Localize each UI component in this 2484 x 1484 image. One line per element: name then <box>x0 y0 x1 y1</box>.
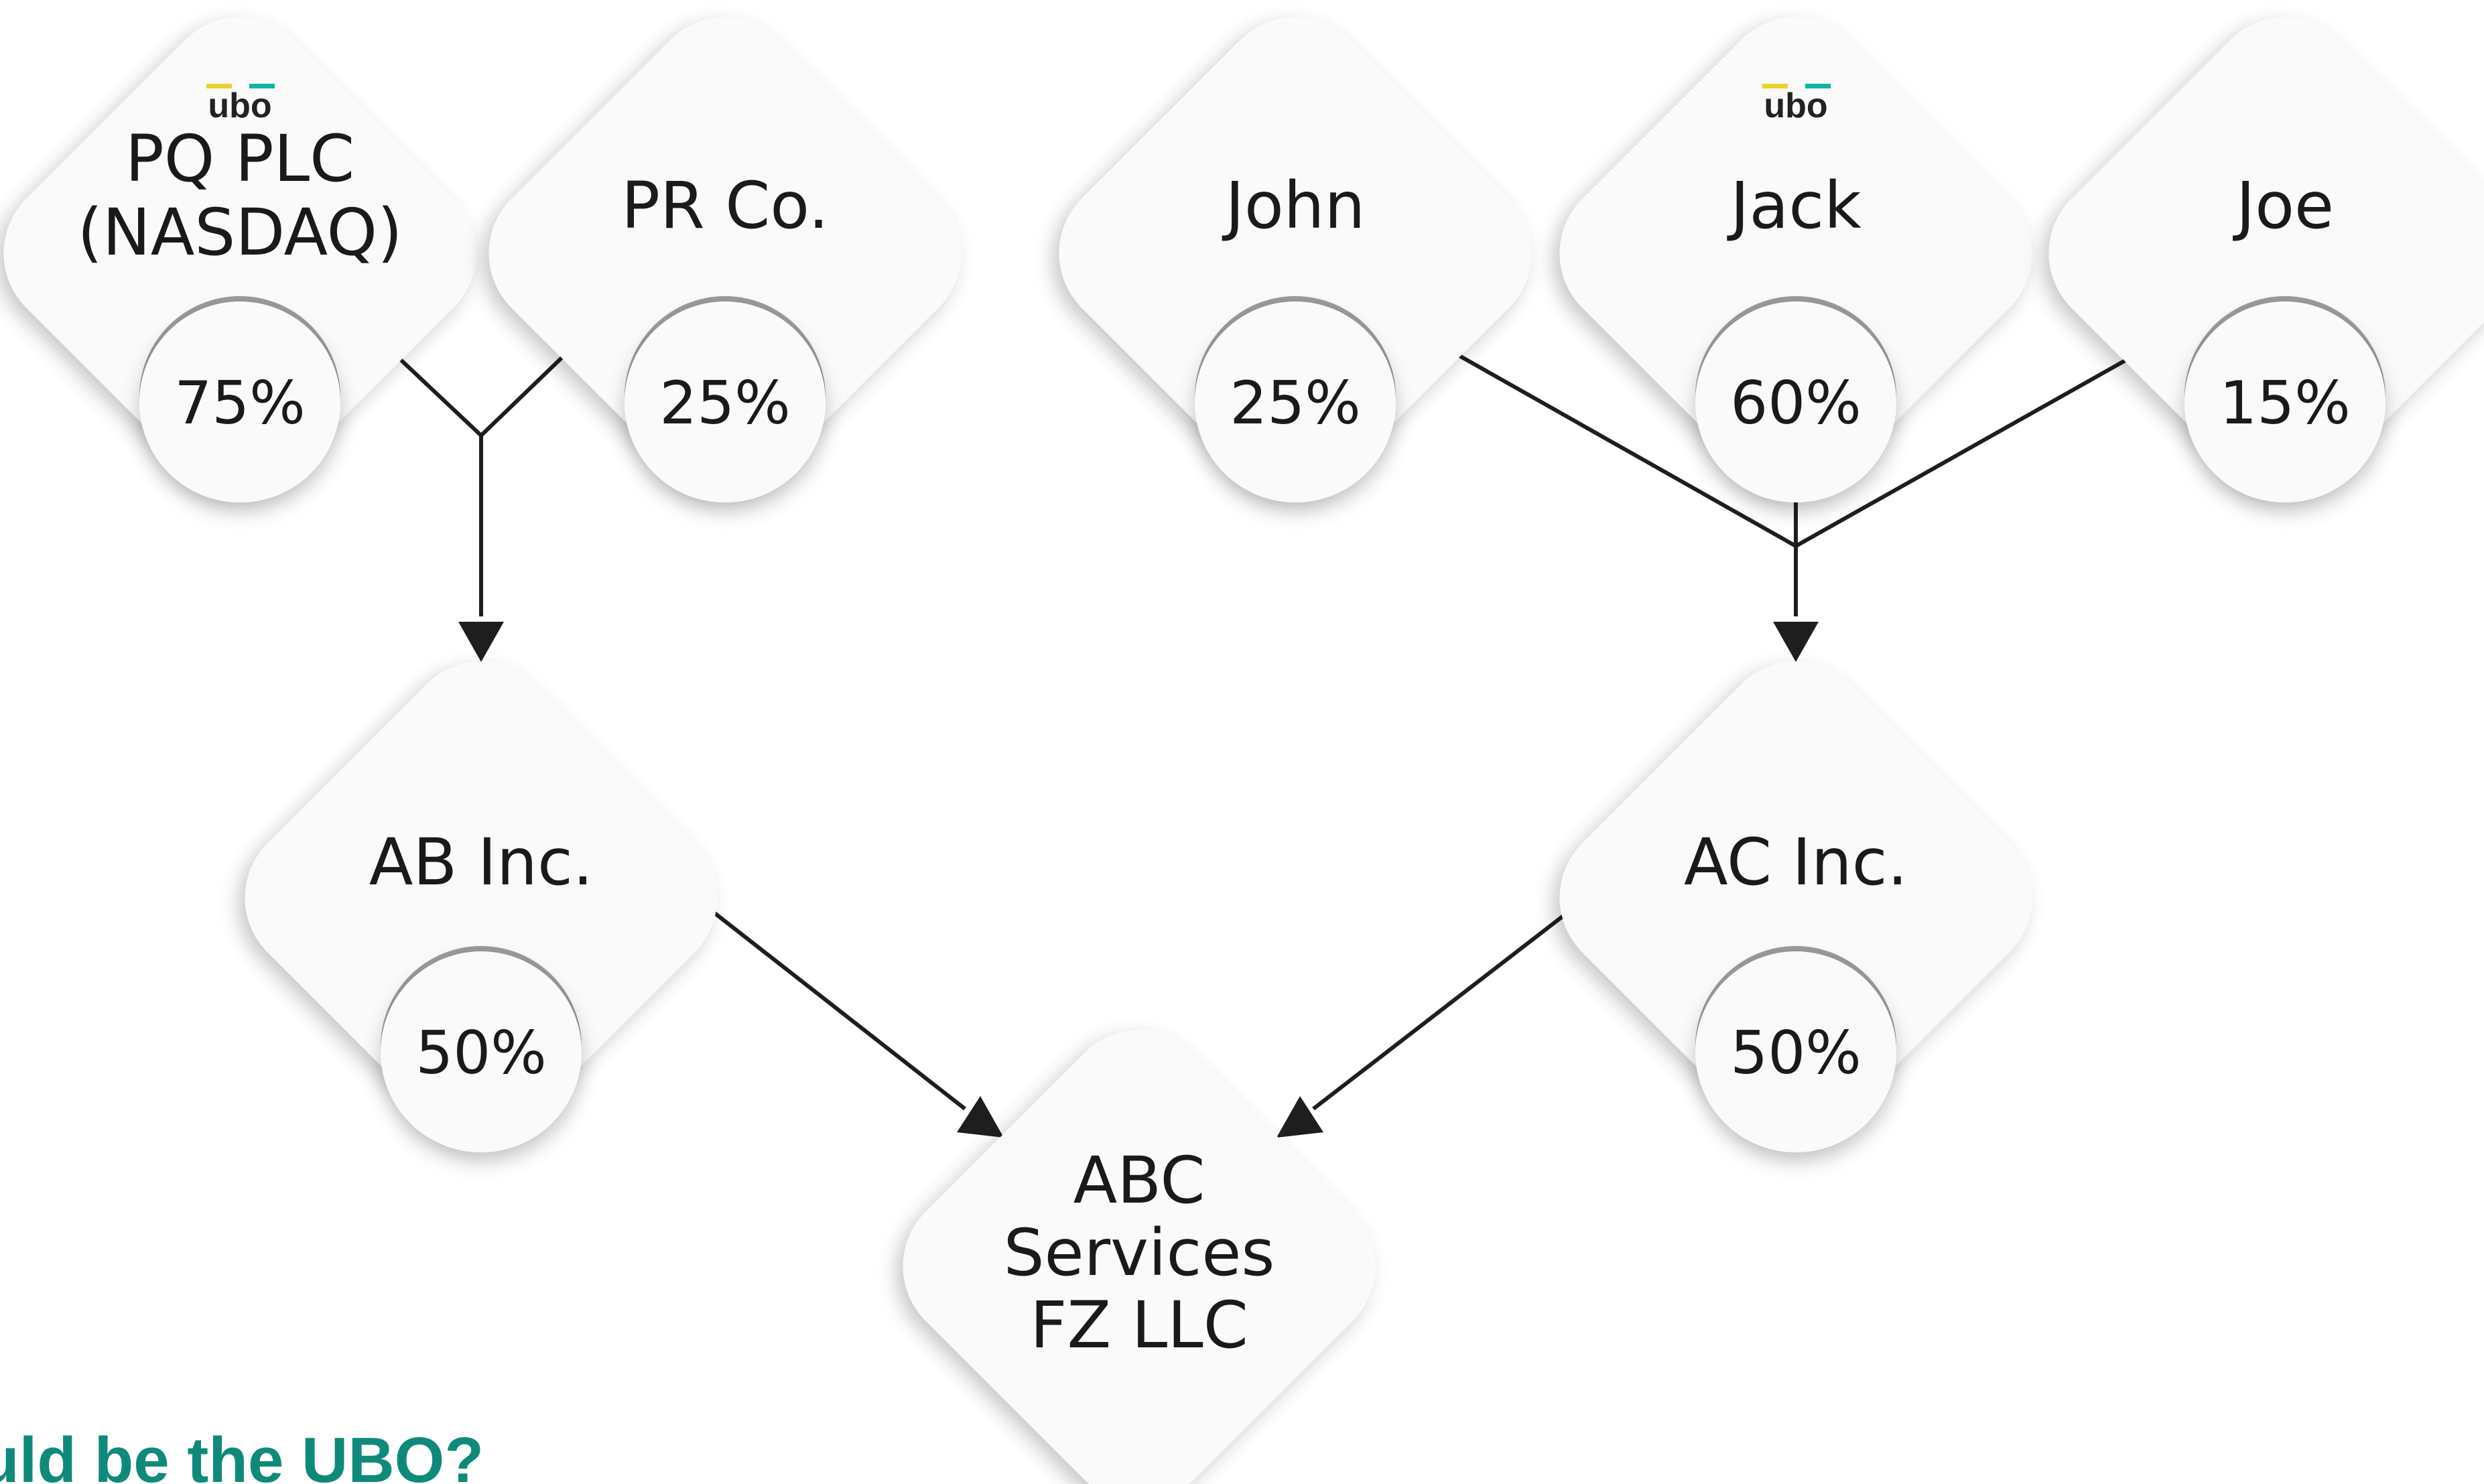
ownership-percent: 50% <box>1730 1018 1861 1087</box>
arrowhead-abc-left <box>957 1096 1004 1138</box>
ubo-logo-text: ubo <box>1764 86 1827 125</box>
ubo-logo: ubo <box>1762 84 1831 125</box>
arrowhead-ab <box>458 622 504 662</box>
node-title: Jack <box>1727 168 1861 243</box>
node-title: AB Inc. <box>369 825 594 900</box>
node-title: PQ PLC <box>125 121 354 196</box>
node-title: (NASDAQ) <box>77 195 402 270</box>
node-ac: AC Inc. 50% <box>1559 661 2032 1152</box>
node-diamond <box>1559 17 2032 490</box>
node-title: AC Inc. <box>1684 825 1908 900</box>
arrowhead-abc-right <box>1277 1096 1323 1138</box>
edge-pr-to-ab <box>479 343 577 437</box>
arrowheads <box>458 622 1819 1138</box>
ownership-percent: 75% <box>174 368 306 437</box>
ubo-logo: ubo <box>206 84 275 125</box>
percent-circle <box>381 951 582 1152</box>
node-joe: Joe 15% <box>2048 17 2484 502</box>
ownership-percent: 60% <box>1730 368 1861 437</box>
edge-joe-to-ac <box>1794 348 2146 548</box>
ownership-percent: 50% <box>415 1018 547 1087</box>
node-title: ABC <box>1073 1143 1205 1218</box>
ownership-percent: 15% <box>2219 368 2351 437</box>
ownership-percent: 25% <box>659 368 791 437</box>
node-title: Joe <box>2233 168 2334 243</box>
percent-circle <box>139 301 340 502</box>
node-john: John 25% <box>1059 17 1532 502</box>
percent-circle <box>1695 301 1896 502</box>
node-pr: PR Co. 25% <box>488 17 962 502</box>
connector-lines <box>387 343 2146 1111</box>
question-text: uld be the UBO? <box>0 1424 484 1484</box>
edge-pq-to-ab <box>387 346 483 437</box>
node-diamond <box>1559 661 2032 1134</box>
node-diamond <box>488 17 962 490</box>
node-ab: AB Inc. 50% <box>245 661 718 1152</box>
percent-circle <box>1195 301 1396 502</box>
ownership-percent: 25% <box>1230 368 1361 437</box>
node-diamond <box>903 1030 1376 1484</box>
node-title: PR Co. <box>621 168 829 243</box>
node-diamond <box>245 661 718 1134</box>
edge-john-to-ac <box>1443 345 1797 548</box>
node-title: FZ LLC <box>1030 1288 1248 1363</box>
node-diamond <box>1059 17 1532 490</box>
edge-ab-to-abc <box>702 902 966 1111</box>
percent-circle <box>2184 301 2385 502</box>
node-title: Services <box>1004 1215 1275 1290</box>
node-title: John <box>1222 168 1366 243</box>
node-diamond <box>2048 17 2484 490</box>
arrowhead-ac <box>1773 622 1819 662</box>
edge-ac-to-abc <box>1312 902 1579 1111</box>
percent-circle <box>625 301 826 502</box>
ubo-logo-text: ubo <box>208 86 271 125</box>
percent-circle <box>1695 951 1896 1152</box>
node-diamond <box>3 17 476 490</box>
